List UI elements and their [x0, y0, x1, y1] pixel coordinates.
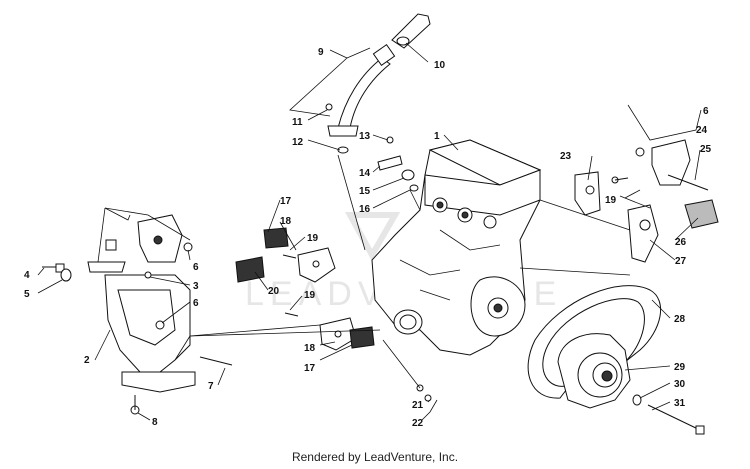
callout-10: 10 — [434, 60, 446, 71]
callout-9: 9 — [318, 47, 324, 58]
callout-labels: 1 2 3 4 5 6 6 6 7 8 9 10 11 12 13 14 15 … — [24, 47, 712, 429]
callout-6c: 6 — [703, 106, 709, 117]
callout-4: 4 — [24, 270, 30, 281]
callout-30: 30 — [674, 379, 686, 390]
callout-19a: 19 — [307, 233, 319, 244]
engine-block — [371, 139, 542, 356]
left-engine-mounts — [235, 227, 432, 402]
engine-mount-bracket — [42, 214, 233, 415]
callout-2: 2 — [84, 355, 90, 366]
callout-28: 28 — [674, 314, 686, 325]
sensor-hardware — [377, 136, 419, 192]
callout-11: 11 — [292, 117, 303, 128]
callout-13: 13 — [359, 131, 371, 142]
cvt-clutch-belt — [527, 285, 705, 435]
callout-22: 22 — [412, 418, 424, 429]
callout-5: 5 — [24, 289, 30, 300]
callout-6a: 6 — [193, 262, 199, 273]
callout-16: 16 — [359, 204, 371, 215]
right-mount-brackets — [574, 139, 719, 263]
dipstick-tube-assembly — [325, 13, 431, 154]
callout-29: 29 — [674, 362, 686, 373]
callout-6b: 6 — [193, 298, 199, 309]
callout-19b: 19 — [304, 290, 316, 301]
callout-27: 27 — [675, 256, 687, 267]
callout-31: 31 — [674, 398, 686, 409]
leader-lines — [37, 42, 702, 421]
callout-12: 12 — [292, 137, 304, 148]
callout-25: 25 — [700, 144, 712, 155]
callout-17a: 17 — [280, 196, 292, 207]
callout-1: 1 — [434, 131, 440, 142]
callout-26: 26 — [675, 237, 687, 248]
callout-21: 21 — [412, 400, 424, 411]
callout-24: 24 — [696, 125, 708, 136]
callout-17b: 17 — [304, 363, 316, 374]
callout-15: 15 — [359, 186, 371, 197]
callout-7: 7 — [208, 381, 214, 392]
callout-8: 8 — [152, 417, 158, 428]
callout-19c: 19 — [605, 195, 617, 206]
callout-20: 20 — [268, 286, 280, 297]
callout-18b: 18 — [304, 343, 316, 354]
callout-14: 14 — [359, 168, 371, 179]
callout-3: 3 — [193, 281, 199, 292]
footer-credit: Rendered by LeadVenture, Inc. — [291, 450, 459, 464]
callout-23: 23 — [560, 151, 572, 162]
callout-18a: 18 — [280, 216, 292, 227]
